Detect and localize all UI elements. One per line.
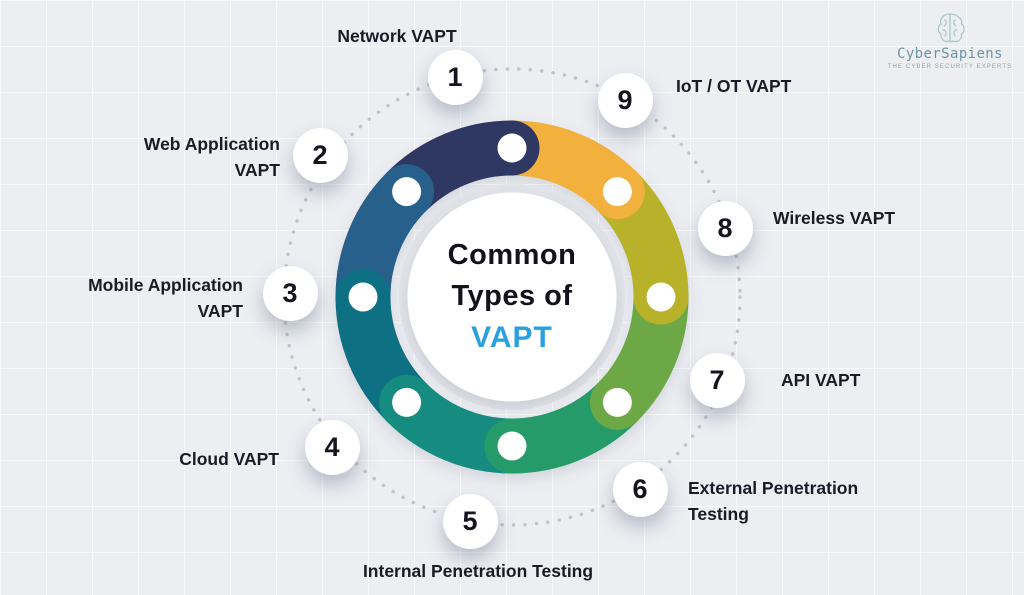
segment-dot <box>348 282 378 312</box>
label-web-application-vapt: Web Application VAPT <box>143 134 280 180</box>
number-bubble-7: 7 <box>689 352 745 408</box>
number-bubble-3: 3 <box>262 265 318 321</box>
brain-icon <box>937 13 965 43</box>
number-bubble-1: 1 <box>427 49 483 105</box>
center-title-vapt: VAPT <box>471 321 553 354</box>
brand-name: CyberSapiens <box>897 46 1003 62</box>
segment-dot <box>392 177 422 207</box>
segment-dot <box>497 431 527 461</box>
center-title-line2: Types of <box>451 280 573 312</box>
center-title-line1: Common <box>447 239 577 271</box>
segment-dot <box>602 387 632 417</box>
brand-tagline: THE CYBER SECURITY EXPERTS <box>887 64 1013 70</box>
label-internal-pentest: Internal Penetration Testing <box>362 561 594 581</box>
label-network-vapt: Network VAPT <box>337 26 457 46</box>
brand-logo: CyberSapiens THE CYBER SECURITY EXPERTS <box>887 12 1013 70</box>
label-wireless-vapt: Wireless VAPT <box>773 208 896 228</box>
center-circle <box>407 192 617 402</box>
label-mobile-application-vapt: Mobile Application VAPT <box>88 275 243 321</box>
number-bubble-6: 6 <box>612 461 668 517</box>
center-title: Common Types of VAPT <box>402 235 622 359</box>
label-iot-ot-vapt: IoT / OT VAPT <box>676 76 792 96</box>
number-bubble-8: 8 <box>697 200 753 256</box>
number-bubble-4: 4 <box>304 419 360 475</box>
segment-dot <box>497 133 527 163</box>
segment-dot <box>392 387 422 417</box>
segment-dot <box>646 282 676 312</box>
number-bubble-9: 9 <box>597 72 653 128</box>
label-api-vapt: API VAPT <box>781 370 861 390</box>
ring-segments <box>335 120 689 474</box>
number-bubble-2: 2 <box>292 127 348 183</box>
dotted-guide-circle <box>282 67 742 527</box>
label-cloud-vapt: Cloud VAPT <box>179 449 279 469</box>
segment-dot <box>602 177 632 207</box>
label-external-pentest: External Penetration Testing <box>688 478 859 524</box>
number-bubble-5: 5 <box>442 493 498 549</box>
